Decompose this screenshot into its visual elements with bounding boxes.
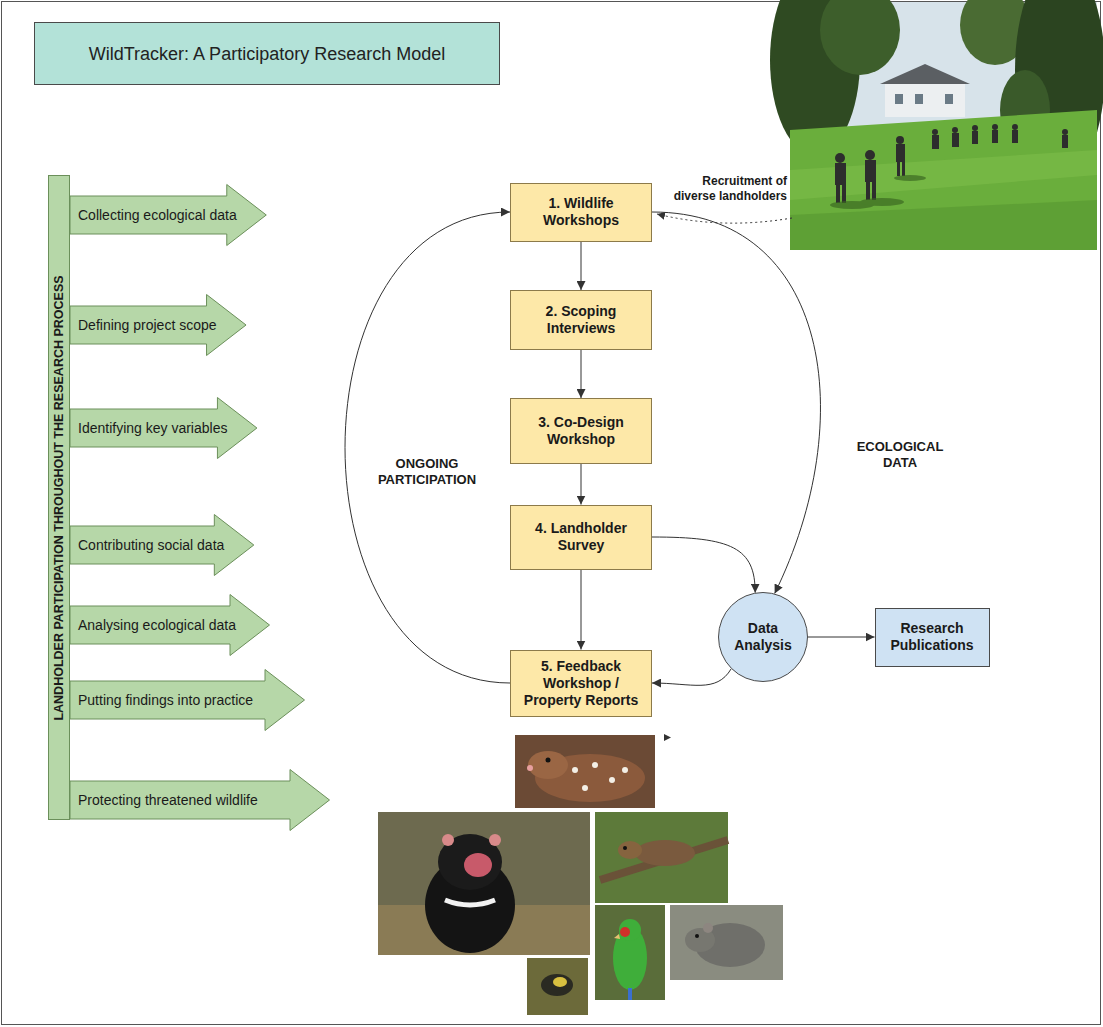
arrow-outline <box>70 595 270 656</box>
title-text: WildTracker: A Participatory Research Mo… <box>89 43 445 65</box>
process-box: 4. Landholder Survey <box>510 505 652 570</box>
arrow-outline <box>70 398 257 459</box>
arrow-label: Defining project scope <box>78 317 217 333</box>
edge-label: ECOLOGICAL DATA <box>843 438 957 472</box>
rodent-photo <box>670 905 783 980</box>
small-pointer <box>664 734 671 741</box>
arrow-label: Protecting threatened wildlife <box>78 792 258 808</box>
flow-arrow <box>652 669 731 686</box>
participation-arrow: Collecting ecological data <box>70 184 267 246</box>
flow-arrow <box>808 637 875 638</box>
participation-arrow: Contributing social data <box>70 514 254 576</box>
node-label: 3. Co-Design Workshop <box>519 414 643 448</box>
circle-outline <box>719 593 808 682</box>
participation-band: LANDHOLDER PARTICIPATION THROUGHOUT THE … <box>48 175 70 820</box>
edge-label: ONGOING PARTICIPATION <box>370 455 484 489</box>
arrow-outline <box>70 185 266 246</box>
arrow-label: Contributing social data <box>78 537 224 553</box>
parrot-photo <box>595 905 665 1000</box>
arrow-label: Identifying key variables <box>78 420 227 436</box>
flow-arrow <box>652 537 755 593</box>
marsupial-photo <box>595 812 728 903</box>
participation-arrow: Protecting threatened wildlife <box>70 769 330 831</box>
arrow-outline <box>70 295 246 356</box>
node-label: 4. Landholder Survey <box>519 520 643 554</box>
arrow-label: Collecting ecological data <box>78 207 237 223</box>
arrow-label: Putting findings into practice <box>78 692 253 708</box>
process-box: 1. Wildlife Workshops <box>510 183 652 242</box>
node-label: Research Publications <box>884 620 981 654</box>
arrow-outline <box>70 670 305 731</box>
process-box: 3. Co-Design Workshop <box>510 398 652 464</box>
flow-arrow <box>581 570 582 650</box>
arrow-outline <box>70 515 254 576</box>
participation-arrow: Putting findings into practice <box>70 669 305 731</box>
title-box: WildTracker: A Participatory Research Mo… <box>34 22 500 85</box>
node-label: 5. Feedback Workshop / Property Reports <box>519 658 643 709</box>
callout-text: Recruitment of diverse landholders <box>662 174 787 204</box>
arrow-outline <box>70 770 330 831</box>
analysis-circle: Data Analysis <box>718 592 808 682</box>
process-box: 2. Scoping Interviews <box>510 290 652 350</box>
devil-photo <box>378 812 590 955</box>
edge-label-text: ONGOING PARTICIPATION <box>372 456 482 488</box>
flow-arrow <box>581 350 582 398</box>
process-box: 5. Feedback Workshop / Property Reports <box>510 650 652 717</box>
band-label: LANDHOLDER PARTICIPATION THROUGHOUT THE … <box>52 275 66 720</box>
node-label: 2. Scoping Interviews <box>519 303 643 337</box>
participation-arrow: Identifying key variables <box>70 397 257 459</box>
node-label: 1. Wildlife Workshops <box>519 195 643 229</box>
output-box: Research Publications <box>875 608 990 667</box>
participation-arrow: Defining project scope <box>70 294 247 356</box>
edge-label-text: ECOLOGICAL DATA <box>845 439 955 471</box>
flow-arrow <box>652 212 820 594</box>
small-animal-photo <box>527 958 588 1015</box>
arrow-label: Analysing ecological data <box>78 617 236 633</box>
flow-arrow <box>581 242 582 291</box>
callout-note: Recruitment of diverse landholders <box>662 174 787 204</box>
node-label: Data Analysis <box>726 620 800 654</box>
flow-arrow <box>581 464 582 505</box>
quoll-photo <box>515 735 655 808</box>
participation-arrow: Analysing ecological data <box>70 594 270 656</box>
flow-arrow <box>345 212 510 683</box>
workshop-photo <box>770 0 1103 250</box>
leader-line <box>657 214 792 223</box>
